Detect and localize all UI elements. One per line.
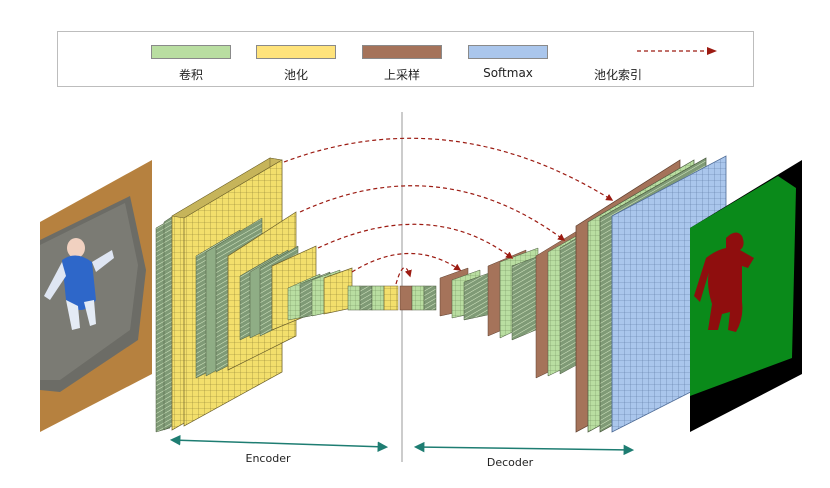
encoder-label: Encoder	[245, 452, 291, 465]
pool-index-arrow-4	[351, 252, 462, 273]
pool-index-arrow-5	[395, 267, 412, 285]
pool-index-arrow-1	[283, 137, 614, 201]
legend-label-pool: 池化	[283, 68, 309, 82]
pooling-index-arrows	[283, 137, 614, 285]
decoder-span-arrow	[413, 441, 635, 456]
decoder-block-3	[487, 247, 551, 341]
legend-swatch-conv	[151, 45, 231, 59]
encoder-span-arrow	[169, 435, 389, 452]
legend-label-conv: 卷积	[178, 68, 204, 82]
legend: 卷积 池化 上采样 Softmax 池化索引	[57, 31, 754, 87]
legend-swatch-pool-index-arrow	[637, 47, 717, 55]
legend-swatch-softmax	[468, 45, 548, 59]
encoder-block-4	[287, 267, 353, 321]
decoder-label: Decoder	[486, 456, 534, 469]
decoder-block-2	[439, 267, 493, 321]
legend-label-pool-index: 池化索引	[593, 68, 643, 82]
legend-label-softmax: Softmax	[483, 66, 533, 80]
pool-index-arrow-2	[299, 185, 566, 241]
legend-swatch-pool	[256, 45, 336, 59]
pool-index-arrow-3	[317, 223, 514, 259]
encoder-block-5	[347, 285, 399, 311]
legend-swatch-upsample	[362, 45, 442, 59]
legend-label-upsample: 上采样	[383, 68, 421, 82]
decoder-block-1	[399, 285, 437, 311]
segmentation-output	[690, 160, 802, 432]
input-image	[40, 160, 152, 432]
